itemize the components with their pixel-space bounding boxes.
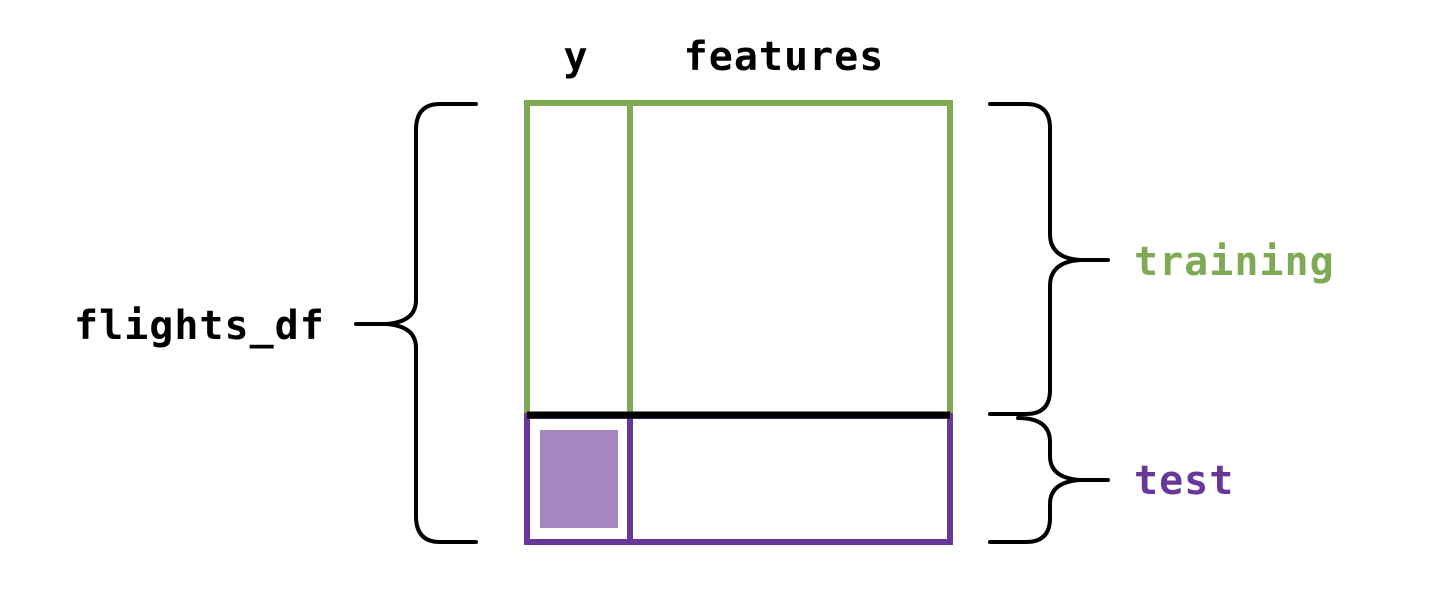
dataset-brace [354,102,478,544]
test-label: test [1134,458,1234,504]
test-target-cell [540,430,618,528]
training-brace [988,102,1110,416]
y-column-label: y [563,34,588,80]
training-block [524,100,953,419]
features-column-label: features [684,34,885,80]
dataset-label: flights_df [74,303,325,349]
test-brace [988,416,1110,544]
training-label: training [1134,239,1335,285]
